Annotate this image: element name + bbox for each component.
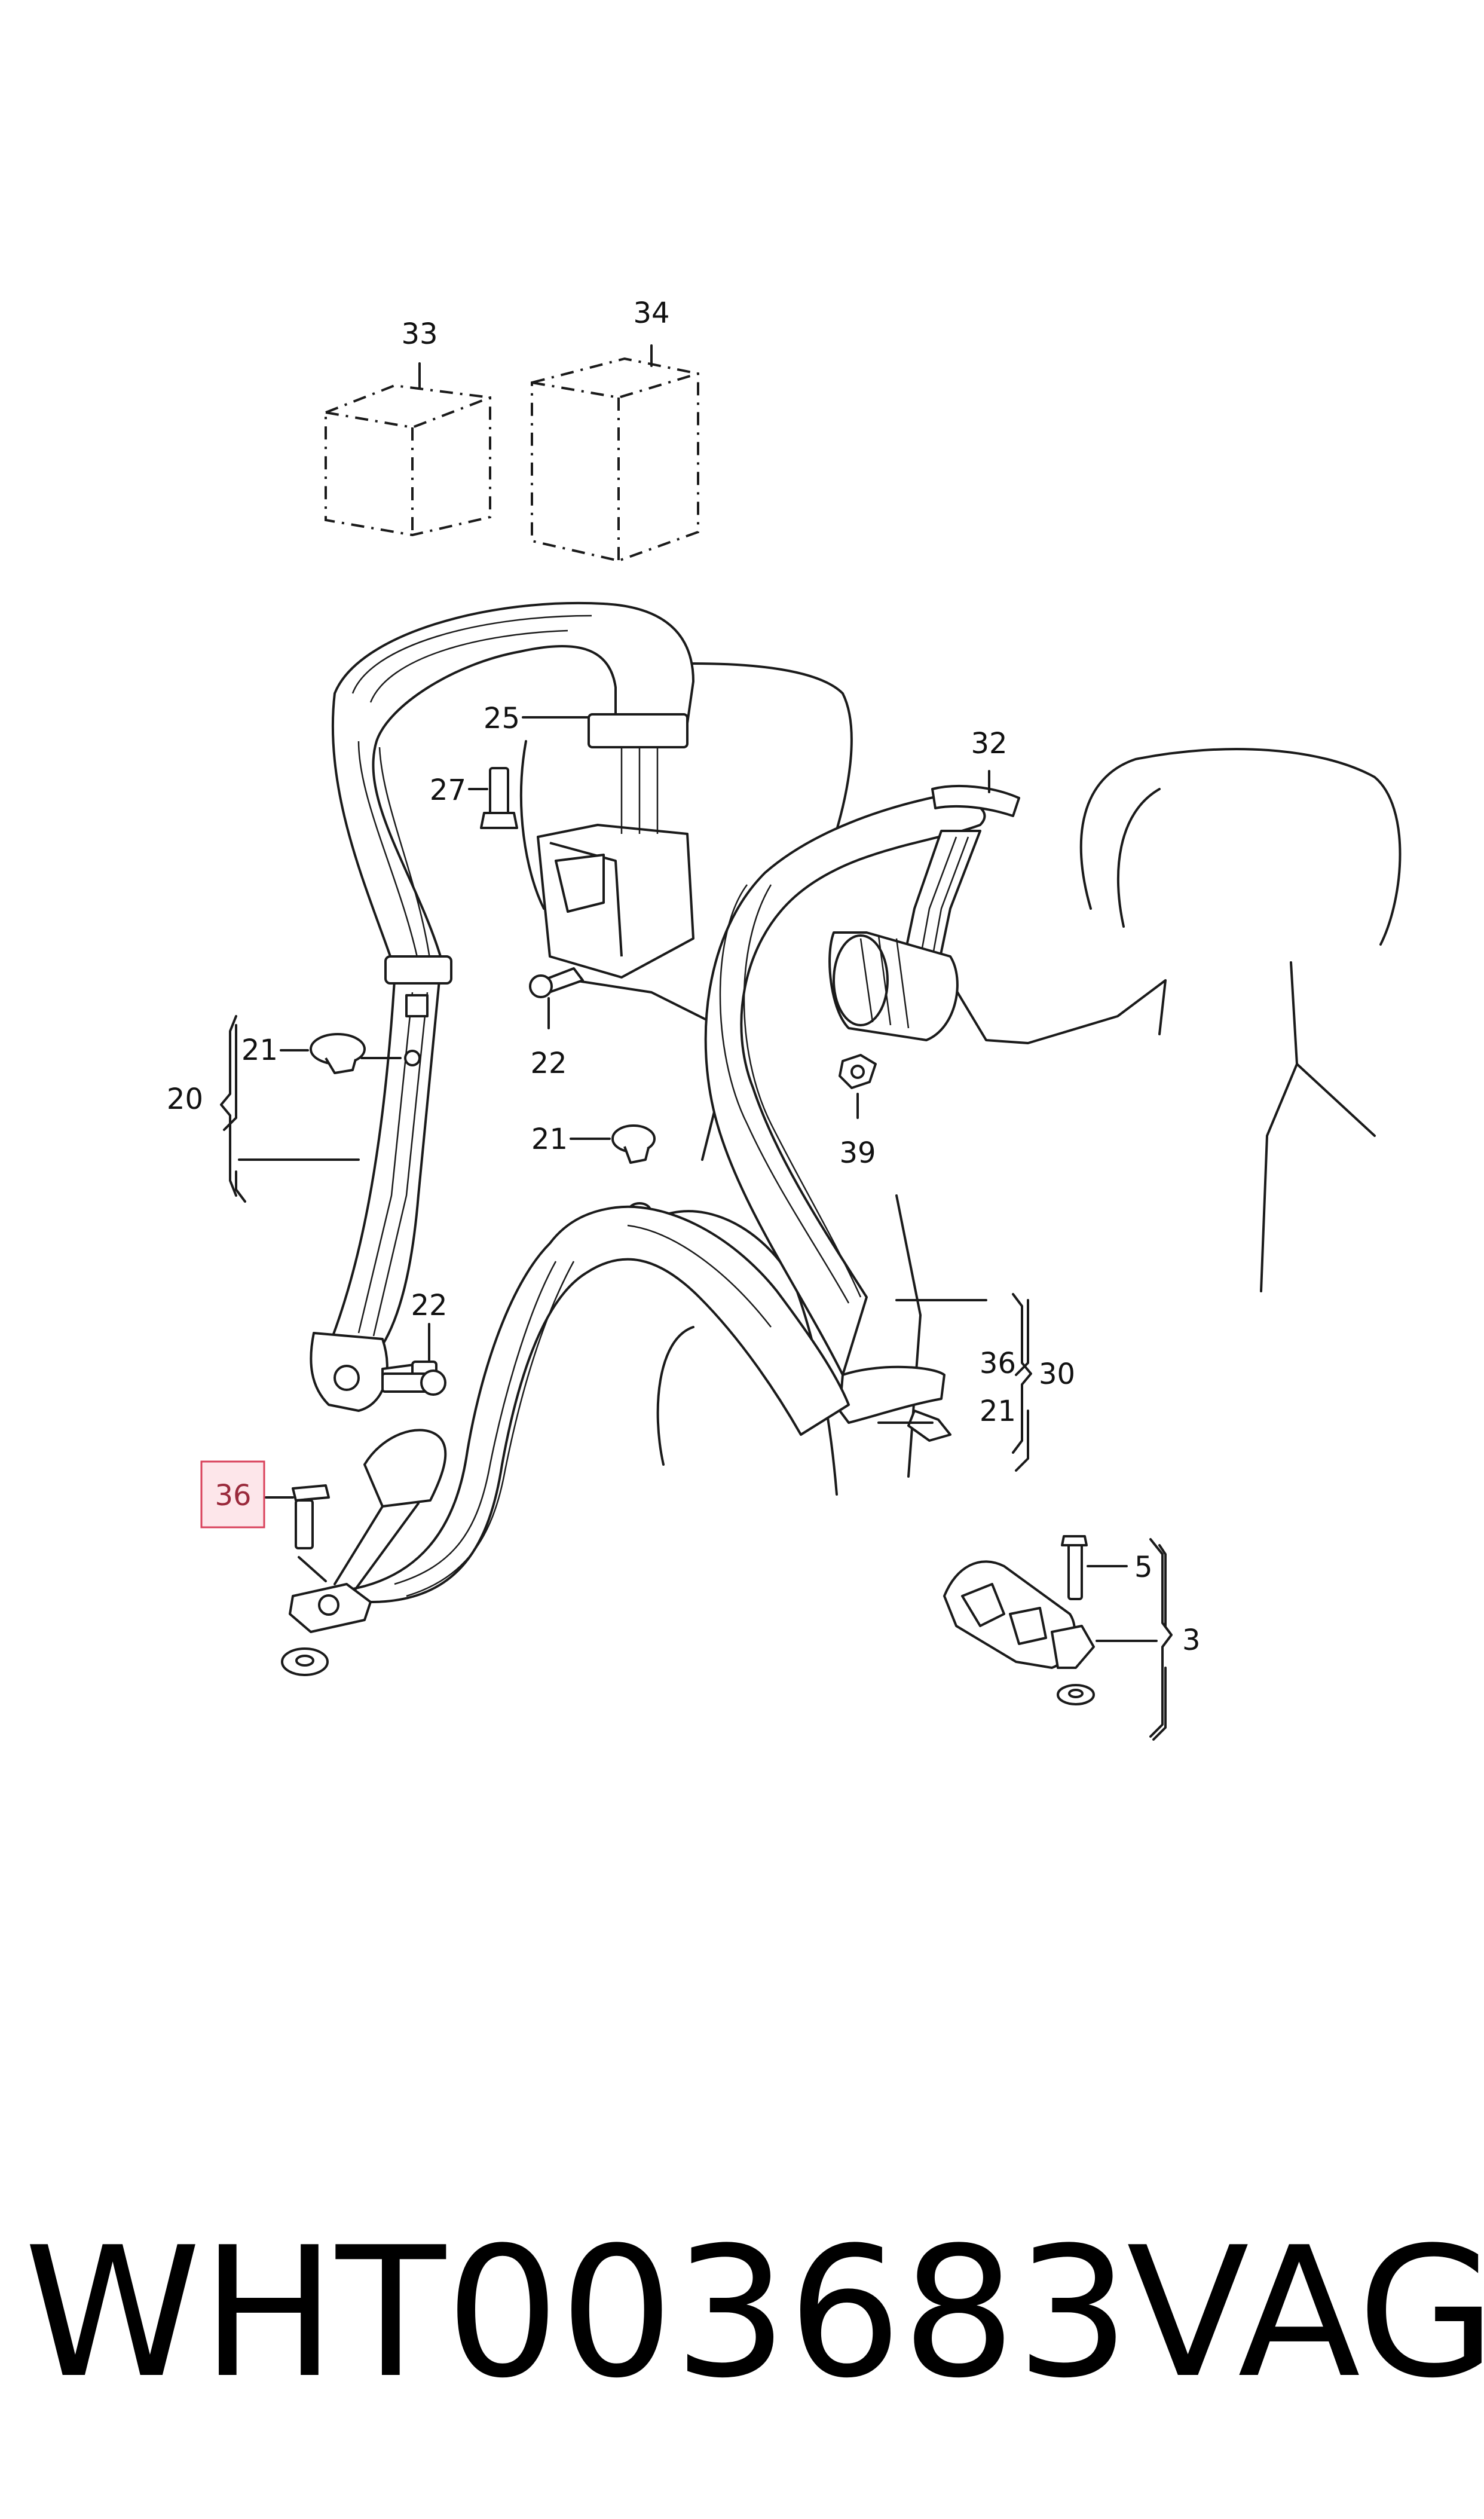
callout-25[interactable]: 25 [484, 702, 520, 735]
right-latch-plate [839, 1365, 946, 1424]
left-retractor [537, 713, 694, 979]
bolt-22-lower [381, 1369, 446, 1396]
bolt-27 [480, 767, 518, 829]
buckle-detail-3 [943, 1535, 1095, 1705]
bolt-22-upper [529, 967, 584, 998]
kit-box-34 [531, 357, 699, 563]
callout-22-lower[interactable]: 22 [411, 1289, 447, 1322]
callout-21-left[interactable]: 21 [241, 1034, 278, 1067]
footer: WHT003683 VAG [24, 2209, 1484, 2417]
left-belt-webbing [310, 601, 694, 1412]
callout-33[interactable]: 33 [401, 317, 437, 351]
center-lap-belt [345, 1205, 850, 1603]
part-number: WHT003683 [24, 2209, 1130, 2417]
callout-39[interactable]: 39 [839, 1136, 876, 1170]
callout-36-selected[interactable]: 36 [200, 1460, 265, 1528]
callout-32[interactable]: 32 [971, 727, 1007, 760]
callout-27[interactable]: 27 [430, 774, 466, 807]
bracket-group-30 [1012, 1293, 1032, 1454]
cap-21-left [310, 1033, 421, 1074]
brand-name: VAG [1127, 2209, 1484, 2417]
callout-5[interactable]: 5 [1134, 1551, 1153, 1584]
belt-guide-25 [588, 713, 689, 748]
buckle-assembly [289, 1429, 447, 1633]
callout-21-right[interactable]: 21 [980, 1395, 1016, 1428]
callout-22-upper[interactable]: 22 [530, 1047, 567, 1080]
bolt-36 [292, 1484, 330, 1549]
callout-36-right[interactable]: 36 [980, 1347, 1016, 1380]
belt-guide-loop [384, 955, 452, 985]
cap-21-middle [611, 1124, 656, 1219]
front-seat-outline [919, 748, 1402, 1292]
bracket-group-20 [220, 1015, 237, 1197]
screw-5 [1067, 1541, 1083, 1600]
washer-36 [281, 1647, 329, 1676]
bracket-group-3 [1149, 1538, 1173, 1738]
callout-30[interactable]: 30 [1039, 1358, 1075, 1391]
callout-20[interactable]: 20 [167, 1083, 203, 1116]
belt-guide-32 [931, 785, 1020, 817]
callout-21-middle[interactable]: 21 [531, 1123, 568, 1156]
right-belt-webbing [704, 785, 1020, 1442]
nut-39 [839, 1054, 877, 1089]
callout-34[interactable]: 34 [633, 296, 669, 330]
selected-highlight-box [200, 1460, 265, 1528]
kit-box-33 [325, 384, 491, 537]
callout-36-selected-label: 36 [215, 1479, 251, 1512]
callout-3[interactable]: 3 [1182, 1624, 1201, 1657]
